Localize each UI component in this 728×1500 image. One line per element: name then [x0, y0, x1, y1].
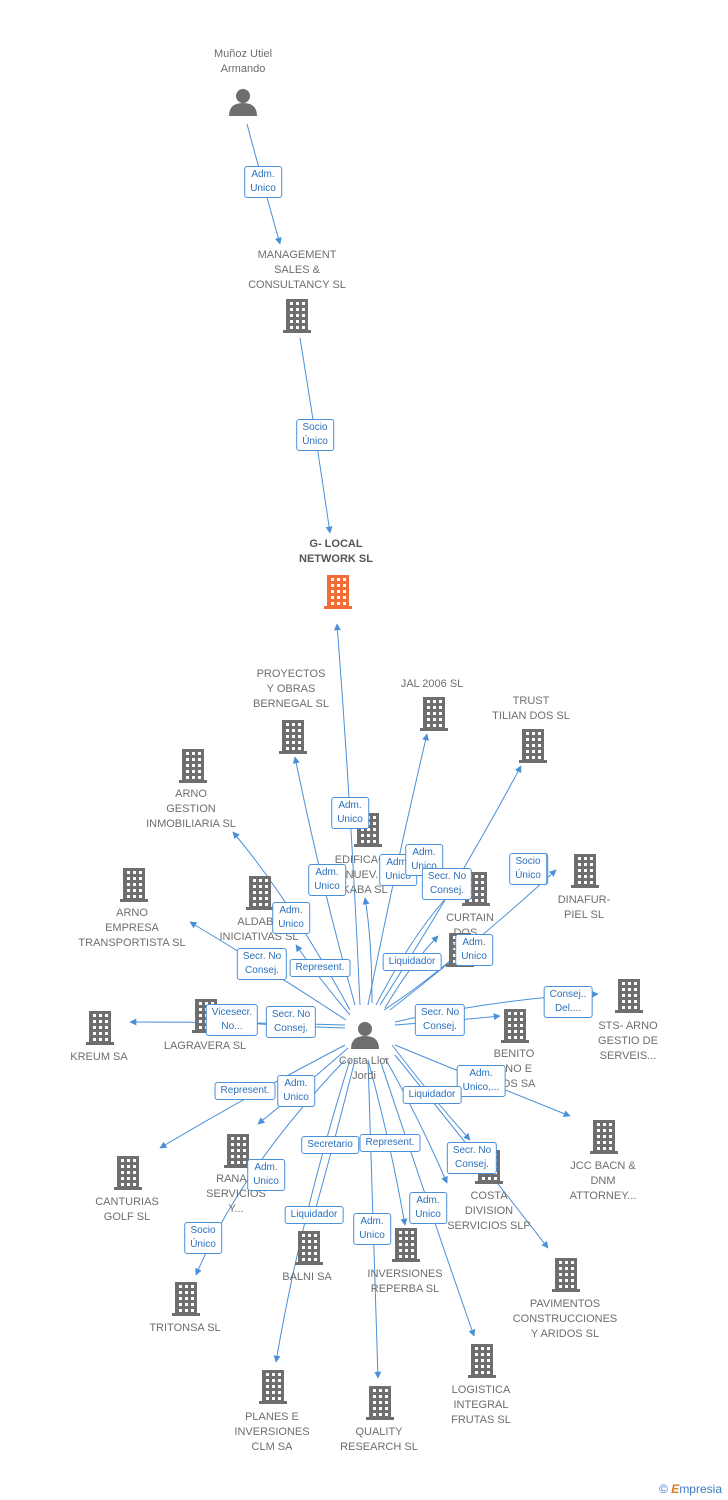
building-icon-jal[interactable]	[420, 697, 448, 731]
edge-costa-edificac	[362, 897, 373, 1004]
edge-label-costa-dinafur[interactable]: Socio Único	[509, 853, 547, 885]
edge-label-costa-planes[interactable]: Liquidador	[284, 1206, 344, 1224]
building-icon-balni[interactable]	[295, 1231, 323, 1265]
building-icon-logistica[interactable]	[468, 1344, 496, 1378]
node-label-pavimentos[interactable]: PAVIMENTOS CONSTRUCCIONES Y ARIDOS SL	[512, 1298, 618, 1340]
edge-costa-costadivision	[384, 1057, 448, 1184]
node-label-arnogestion[interactable]: ARNO GESTION INMOBILIARIA SL	[146, 788, 236, 830]
building-icon-arnoempresa[interactable]	[120, 868, 148, 902]
building-icon-inversiones[interactable]	[392, 1228, 420, 1262]
edge-label-costa-jcc[interactable]: Adm. Unico,...	[456, 1065, 506, 1097]
building-icon-benito[interactable]	[501, 1009, 529, 1043]
node-label-munoz[interactable]: Muñoz Utiel Armando	[213, 48, 273, 75]
building-icon-proyectos[interactable]	[279, 720, 307, 754]
building-icon-aldaba[interactable]	[246, 876, 274, 910]
edge-label-costa-ibe[interactable]: Adm. Unico	[455, 934, 493, 966]
edge-label-costa-sts[interactable]: Consej.. Del....	[543, 986, 593, 1018]
building-icon-jcc[interactable]	[590, 1120, 618, 1154]
edge-label-costa-benito[interactable]: Secr. No Consej.	[414, 1004, 466, 1036]
edge-label-costa-proyectos[interactable]: Adm. Unico	[308, 864, 346, 896]
node-label-jal[interactable]: JAL 2006 SL	[400, 678, 464, 690]
edge-label-costa-arnoempresa[interactable]: Secr. No Consej.	[236, 948, 288, 980]
person-icon-munoz[interactable]	[229, 89, 257, 116]
node-label-inversiones[interactable]: INVERSIONES REPERBA SL	[367, 1268, 443, 1295]
edge-label-costa-canturias[interactable]: Adm. Unico	[277, 1075, 315, 1107]
edge-label-costa-balni[interactable]: Secretario	[301, 1136, 359, 1154]
edge-label-costa-arnogestion[interactable]: Adm. Unico	[272, 902, 310, 934]
building-icon-quality[interactable]	[366, 1386, 394, 1420]
building-icon-dinafur[interactable]	[571, 854, 599, 888]
edge-label-costa-rana[interactable]: Represent.	[214, 1082, 276, 1100]
edge-label-costa-edificac[interactable]: Adm. Unico	[405, 844, 443, 876]
node-label-dinafur[interactable]: DINAFUR- PIEL SL	[557, 894, 611, 921]
edge-costa-aldaba	[295, 944, 351, 1016]
building-icon-mgmt[interactable]	[283, 299, 311, 333]
edge-label-costa-aldaba[interactable]: Represent.	[289, 959, 351, 977]
node-label-balni[interactable]: BALNI SA	[282, 1271, 332, 1283]
node-label-logistica[interactable]: LOGISTICA INTEGRAL FRUTAS SL	[451, 1384, 511, 1426]
edge-label-costa-costadivision[interactable]: Liquidador	[402, 1086, 462, 1104]
building-icon-trust[interactable]	[519, 729, 547, 763]
node-label-planes[interactable]: PLANES E INVERSIONES CLM SA	[234, 1411, 310, 1453]
edge-label-costa-curtain[interactable]: Secr. No Consej.	[421, 868, 473, 900]
nodes-layer	[86, 89, 643, 1420]
node-label-canturias[interactable]: CANTURIAS GOLF SL	[95, 1196, 159, 1223]
node-label-costadivision[interactable]: COSTA DIVISION SERVICIOS SLP	[447, 1190, 531, 1232]
edge-label-costa-lagravera[interactable]: Secr. No Consej.	[265, 1006, 317, 1038]
building-icon-kreum[interactable]	[86, 1011, 114, 1045]
edge-label-costa-tritonsa[interactable]: Socio Único	[184, 1222, 222, 1254]
building-icon-pavimentos[interactable]	[552, 1258, 580, 1292]
edge-label-costa-quality[interactable]: Adm. Unico	[353, 1213, 391, 1245]
building-icon-canturias[interactable]	[114, 1156, 142, 1190]
node-label-rana[interactable]: RANA... SERVICIOS Y...	[206, 1173, 266, 1215]
edge-label-munoz-mgmt[interactable]: Adm. Unico	[244, 166, 282, 198]
edge-label-costa-pavimentos[interactable]: Secr. No Consej.	[446, 1142, 498, 1174]
node-label-mgmt[interactable]: MANAGEMENT SALES & CONSULTANCY SL	[248, 249, 346, 291]
node-label-arnoempresa[interactable]: ARNO EMPRESA TRANSPORTISTA SL	[78, 907, 186, 949]
edge-label-mgmt-glocal[interactable]: Socio Único	[296, 419, 334, 451]
edge-label-costa-logistica[interactable]: Adm. Unico	[409, 1192, 447, 1224]
edge-label-costa-inversiones[interactable]: Represent.	[359, 1134, 421, 1152]
building-icon-tritonsa[interactable]	[172, 1282, 200, 1316]
edge-label-costa-kreum[interactable]: Vicesecr. No...	[205, 1004, 259, 1036]
brand-name: mpresia	[679, 1482, 722, 1496]
person-icon-costa[interactable]	[351, 1022, 379, 1049]
building-icon-arnogestion[interactable]	[179, 749, 207, 783]
building-icon-sts[interactable]	[615, 979, 643, 1013]
node-label-proyectos[interactable]: PROYECTOS Y OBRAS BERNEGAL SL	[252, 668, 329, 710]
node-label-kreum[interactable]: KREUM SA	[70, 1051, 128, 1063]
edge-label-costa-costadivision[interactable]: Adm. Unico	[247, 1159, 285, 1191]
edge-label-costa-glocal[interactable]: Adm. Unico	[331, 797, 369, 829]
node-label-costa[interactable]: Costa Llor Jordi	[338, 1055, 390, 1082]
brand-initial: E	[671, 1482, 680, 1496]
node-label-jcc[interactable]: JCC BACN & DNM ATTORNEY...	[569, 1160, 637, 1202]
building-icon-rana[interactable]	[224, 1134, 252, 1168]
node-label-sts[interactable]: STS- ARNO GESTIO DE SERVEIS...	[598, 1020, 658, 1062]
node-label-glocal[interactable]: G- LOCAL NETWORK SL	[299, 538, 373, 565]
node-label-lagravera[interactable]: LAGRAVERA SL	[163, 1040, 247, 1052]
node-label-quality[interactable]: QUALITY RESEARCH SL	[340, 1426, 418, 1453]
focus-building-icon-glocal[interactable]	[324, 575, 352, 609]
node-label-trust[interactable]: TRUST TILIAN DOS SL	[492, 695, 570, 722]
brand-logo: © Empresia	[659, 1482, 722, 1496]
edge-label-costa-ibe[interactable]: Liquidador	[382, 953, 442, 971]
node-label-tritonsa[interactable]: TRITONSA SL	[149, 1322, 221, 1334]
copyright-symbol: ©	[659, 1482, 668, 1496]
node-label-aldaba[interactable]: ALDABA INICIATIVAS SL	[219, 916, 299, 943]
building-icon-planes[interactable]	[259, 1370, 287, 1404]
